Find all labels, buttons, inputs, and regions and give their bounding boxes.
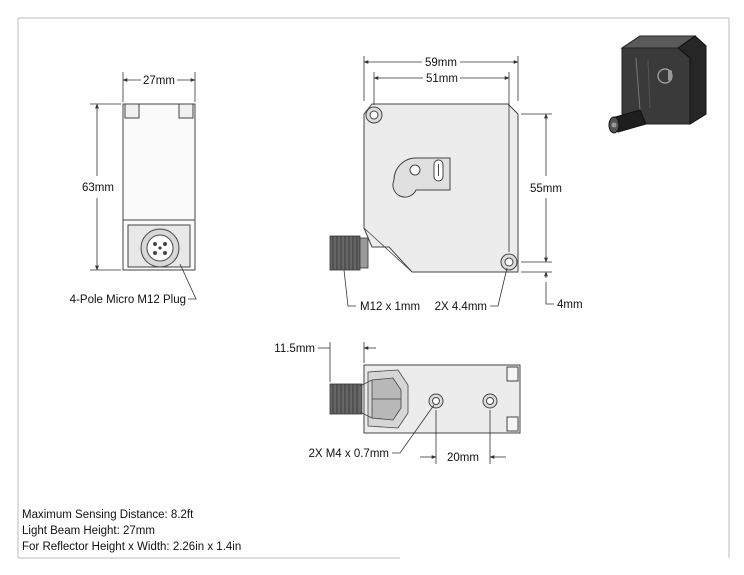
isometric-product-view xyxy=(608,35,707,134)
bottom-view: 11.5mm 2X M4 x 0.7mm 20mm xyxy=(274,342,521,464)
hole-spacing-dimension xyxy=(373,72,510,252)
side-view: 59mm 51mm 55mm 4mm M12 x 1mm 2X 4.4mm xyxy=(329,56,583,313)
drawing-frame xyxy=(17,17,730,559)
m12-plug-face xyxy=(140,228,180,268)
hole-offset-label: 4mm xyxy=(557,299,583,311)
tapped-spacing-dimension xyxy=(420,410,506,464)
mount-hole-top-left xyxy=(365,106,383,124)
overall-width-dimension xyxy=(363,56,519,101)
connector-offset-dimension xyxy=(318,342,376,382)
hole-spacing-label: 51mm xyxy=(426,73,458,85)
connector-leader xyxy=(179,263,197,300)
connector-offset-label: 11.5mm xyxy=(274,343,315,355)
front-width-dimension xyxy=(122,72,196,102)
tapped-spacing-label: 20mm xyxy=(447,452,479,464)
tapped-hole-leader xyxy=(392,404,435,454)
overall-width-label: 59mm xyxy=(425,57,457,69)
front-height-label: 63mm xyxy=(82,182,114,194)
mount-hole-leader xyxy=(490,267,508,307)
mount-hole-label: 2X 4.4mm xyxy=(435,301,487,313)
tapped-hole-left xyxy=(428,393,444,409)
m12-connector-bottom xyxy=(329,383,363,415)
tapped-hole-right xyxy=(482,393,498,409)
connector-label: 4-Pole Micro M12 Plug xyxy=(70,294,186,306)
lens-window xyxy=(392,157,451,198)
connector-nut xyxy=(359,369,409,429)
spec-sensing-distance: Maximum Sensing Distance: 8.2ft xyxy=(22,509,194,521)
spec-reflector-size: For Reflector Height x Width: 2.26in x 1… xyxy=(22,541,242,553)
front-height-dimension xyxy=(90,103,121,271)
hole-offset-dimension xyxy=(521,271,554,305)
mount-hole-bottom-right xyxy=(500,253,518,271)
angled-face-edge xyxy=(363,227,413,273)
side-height-label: 55mm xyxy=(530,183,562,195)
front-view: 27mm 63mm 4-Pole Micro M12 Plug xyxy=(70,72,197,306)
side-height-dimension xyxy=(521,113,552,263)
spec-beam-height: Light Beam Height: 27mm xyxy=(22,525,155,537)
front-width-label: 27mm xyxy=(143,75,175,87)
m12-connector-side xyxy=(329,235,369,271)
thread-label: M12 x 1mm xyxy=(360,301,420,313)
tapped-hole-label: 2X M4 x 0.7mm xyxy=(308,448,389,460)
thread-leader xyxy=(343,269,356,307)
